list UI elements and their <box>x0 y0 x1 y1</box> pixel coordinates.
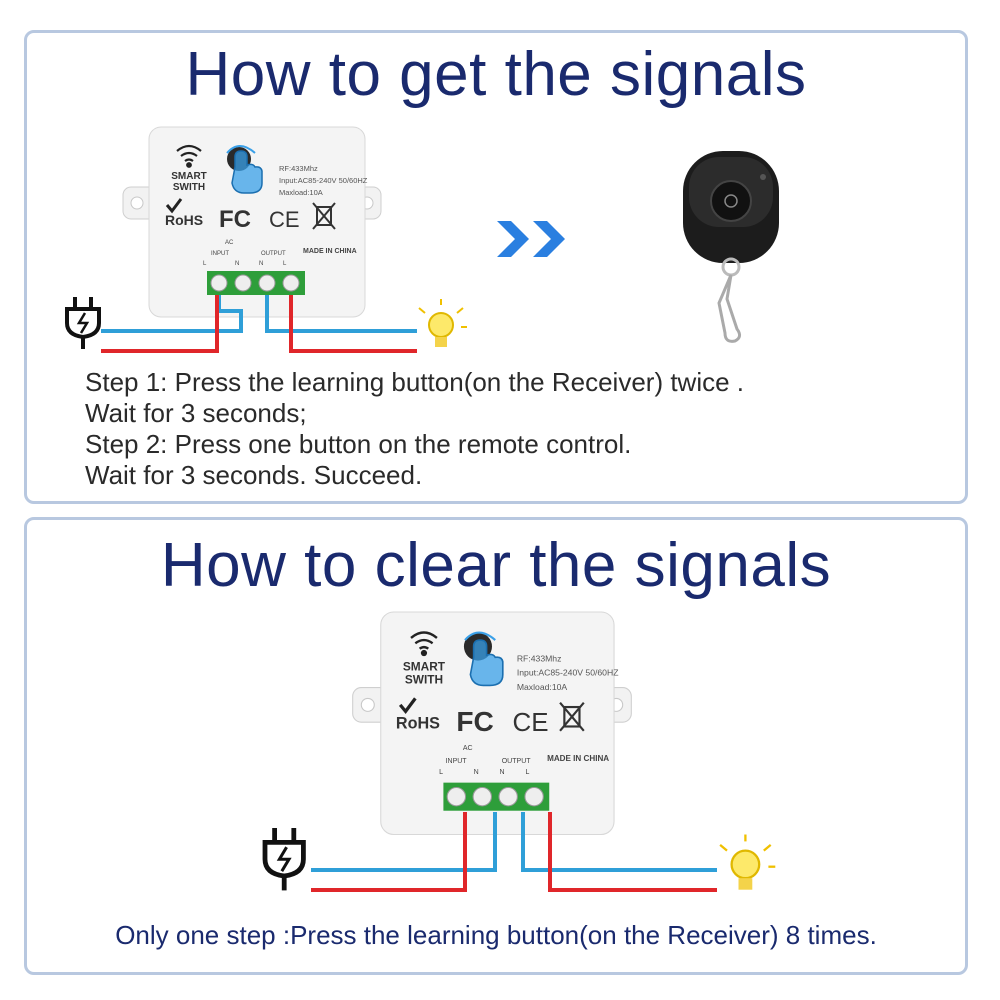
learning-steps: Step 1: Press the learning button(on the… <box>85 367 744 491</box>
term-label-n1: N <box>235 261 239 267</box>
weee-bin-icon <box>559 702 585 732</box>
clear-signals-title: How to clear the signals <box>160 531 832 600</box>
get-signals-panel: How to get the signals SMART SWITH RF:43… <box>24 30 968 504</box>
ac-label: AC <box>463 745 473 752</box>
step-line-1: Step 1: Press the learning button(on the… <box>85 367 745 397</box>
fc-mark: FC <box>456 706 493 737</box>
device-case <box>380 611 615 836</box>
wire-live-out <box>289 295 417 353</box>
double-arrow-icon <box>497 221 565 257</box>
checkmark-icon <box>398 697 417 714</box>
checkmark-icon <box>165 198 183 214</box>
fc-mark: FC <box>219 206 251 233</box>
wire-neutral-out <box>521 812 717 872</box>
finger-press-icon <box>226 145 263 194</box>
get-signals-diagram: SMART SWITH RF:433Mhz Input:AC85-240V 50… <box>65 126 779 353</box>
wifi-icon <box>410 631 438 657</box>
term-label-l1: L <box>203 261 207 267</box>
receiver-device: SMART SWITH RF:433Mhz Input:AC85-240V 50… <box>352 611 632 836</box>
plug-icon <box>65 297 101 349</box>
ac-label: AC <box>225 240 234 246</box>
step-line-2: Wait for 3 seconds; <box>85 398 307 428</box>
spec-input: Input:AC85-240V 50/60HZ <box>517 668 619 678</box>
made-in-label: MADE IN CHINA <box>303 248 357 255</box>
weee-bin-icon <box>312 202 336 230</box>
bulb-icon <box>719 834 776 890</box>
wiring <box>311 812 717 892</box>
spec-input: Input:AC85-240V 50/60HZ <box>279 176 368 185</box>
brand-line1: SMART <box>403 659 446 673</box>
step-line-4: Wait for 3 seconds. Succeed. <box>85 460 423 490</box>
spec-maxload: Maxload:10A <box>279 188 323 197</box>
wiring <box>101 295 417 353</box>
clear-signals-panel: How to clear the signals SMART SWITH RF:… <box>24 517 968 975</box>
spec-rf: RF:433Mhz <box>279 164 318 173</box>
wire-live-in <box>311 812 467 892</box>
plug-icon <box>262 828 306 891</box>
get-signals-title: How to get the signals <box>185 40 807 109</box>
ce-mark: CE <box>513 709 549 737</box>
term-label-n2: N <box>259 261 263 267</box>
rohs-mark: RoHS <box>396 715 440 733</box>
finger-press-icon <box>464 631 504 687</box>
device-case <box>148 126 366 318</box>
term-label-n1: N <box>474 769 479 776</box>
wire-live-in <box>101 295 219 353</box>
input-label: INPUT <box>211 251 229 257</box>
output-label: OUTPUT <box>261 251 286 257</box>
input-label: INPUT <box>446 758 468 765</box>
wire-neutral-out <box>265 295 417 333</box>
output-label: OUTPUT <box>502 758 532 765</box>
clear-step-text: Only one step :Press the learning button… <box>115 920 877 950</box>
term-label-l1: L <box>439 769 443 776</box>
made-in-label: MADE IN CHINA <box>547 754 609 763</box>
term-label-l2: L <box>283 261 287 267</box>
term-label-n2: N <box>500 769 505 776</box>
spec-rf: RF:433Mhz <box>517 654 562 664</box>
remote-control-icon <box>683 151 779 343</box>
wifi-icon <box>176 144 202 168</box>
receiver-device: SMART SWITH RF:433Mhz Input:AC85-240V 50… <box>122 126 382 318</box>
rohs-mark: RoHS <box>165 212 203 228</box>
bulb-icon <box>418 299 467 347</box>
brand-line1: SMART <box>171 171 207 182</box>
spec-maxload: Maxload:10A <box>517 682 568 692</box>
clear-signals-diagram: SMART SWITH RF:433Mhz Input:AC85-240V 50… <box>262 611 776 892</box>
ce-mark: CE <box>269 207 300 232</box>
brand-line2: SWITH <box>173 182 205 193</box>
step-line-3: Step 2: Press one button on the remote c… <box>85 429 632 459</box>
wire-neutral-in <box>311 812 497 872</box>
wire-live-out <box>548 812 717 892</box>
brand-line2: SWITH <box>405 672 443 686</box>
term-label-l2: L <box>525 769 529 776</box>
remote-button <box>710 180 752 222</box>
